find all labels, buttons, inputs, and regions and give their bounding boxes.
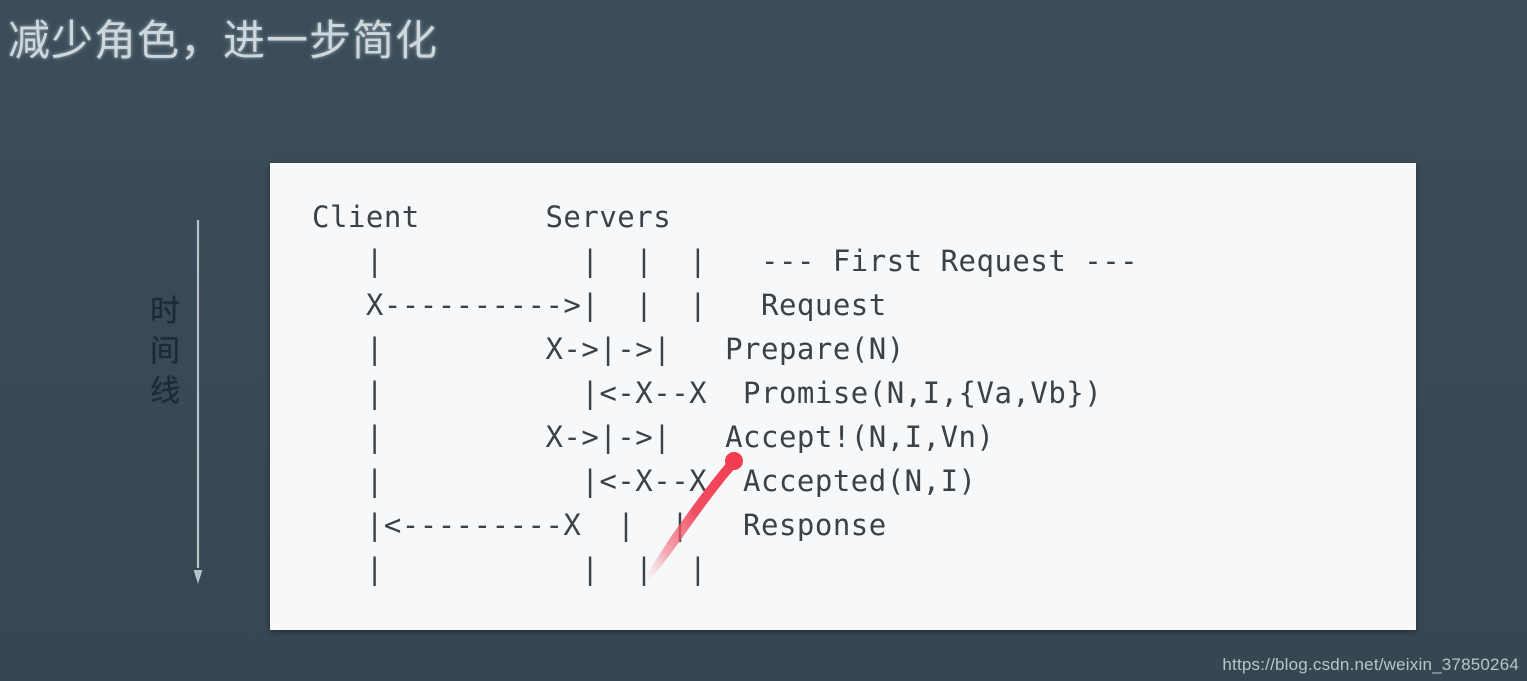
page-title: 减少角色，进一步简化 [8, 16, 439, 65]
ascii-sequence-diagram: Client Servers | | | | --- First Request… [312, 200, 1139, 586]
timeline-annotation: 时间线 [148, 215, 218, 590]
diagram-card: Client Servers | | | | --- First Request… [270, 163, 1416, 630]
csdn-watermark: https://blog.csdn.net/weixin_37850264 [1222, 655, 1519, 674]
timeline-label: 时间线 [150, 294, 180, 409]
timeline-down-arrow-icon [193, 220, 203, 584]
